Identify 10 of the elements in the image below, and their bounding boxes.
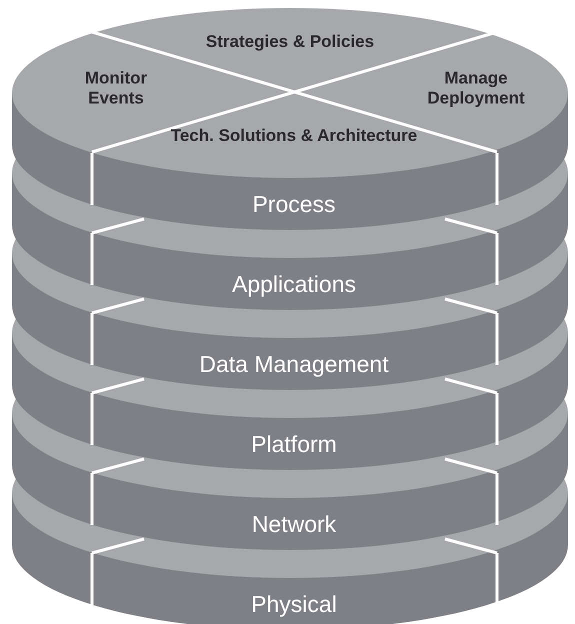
segment-label: Manage Deployment — [406, 68, 546, 108]
layer-label: Applications — [144, 270, 444, 298]
segment-label: Tech. Solutions & Architecture — [144, 126, 444, 146]
layer-label: Platform — [144, 430, 444, 458]
segment-label: Monitor Events — [56, 68, 176, 108]
segment-label: Strategies & Policies — [160, 32, 420, 52]
layer-label: Data Management — [144, 350, 444, 378]
layer-label: Network — [144, 510, 444, 538]
layer-label: Physical — [144, 590, 444, 618]
layer-label: Process — [144, 190, 444, 218]
